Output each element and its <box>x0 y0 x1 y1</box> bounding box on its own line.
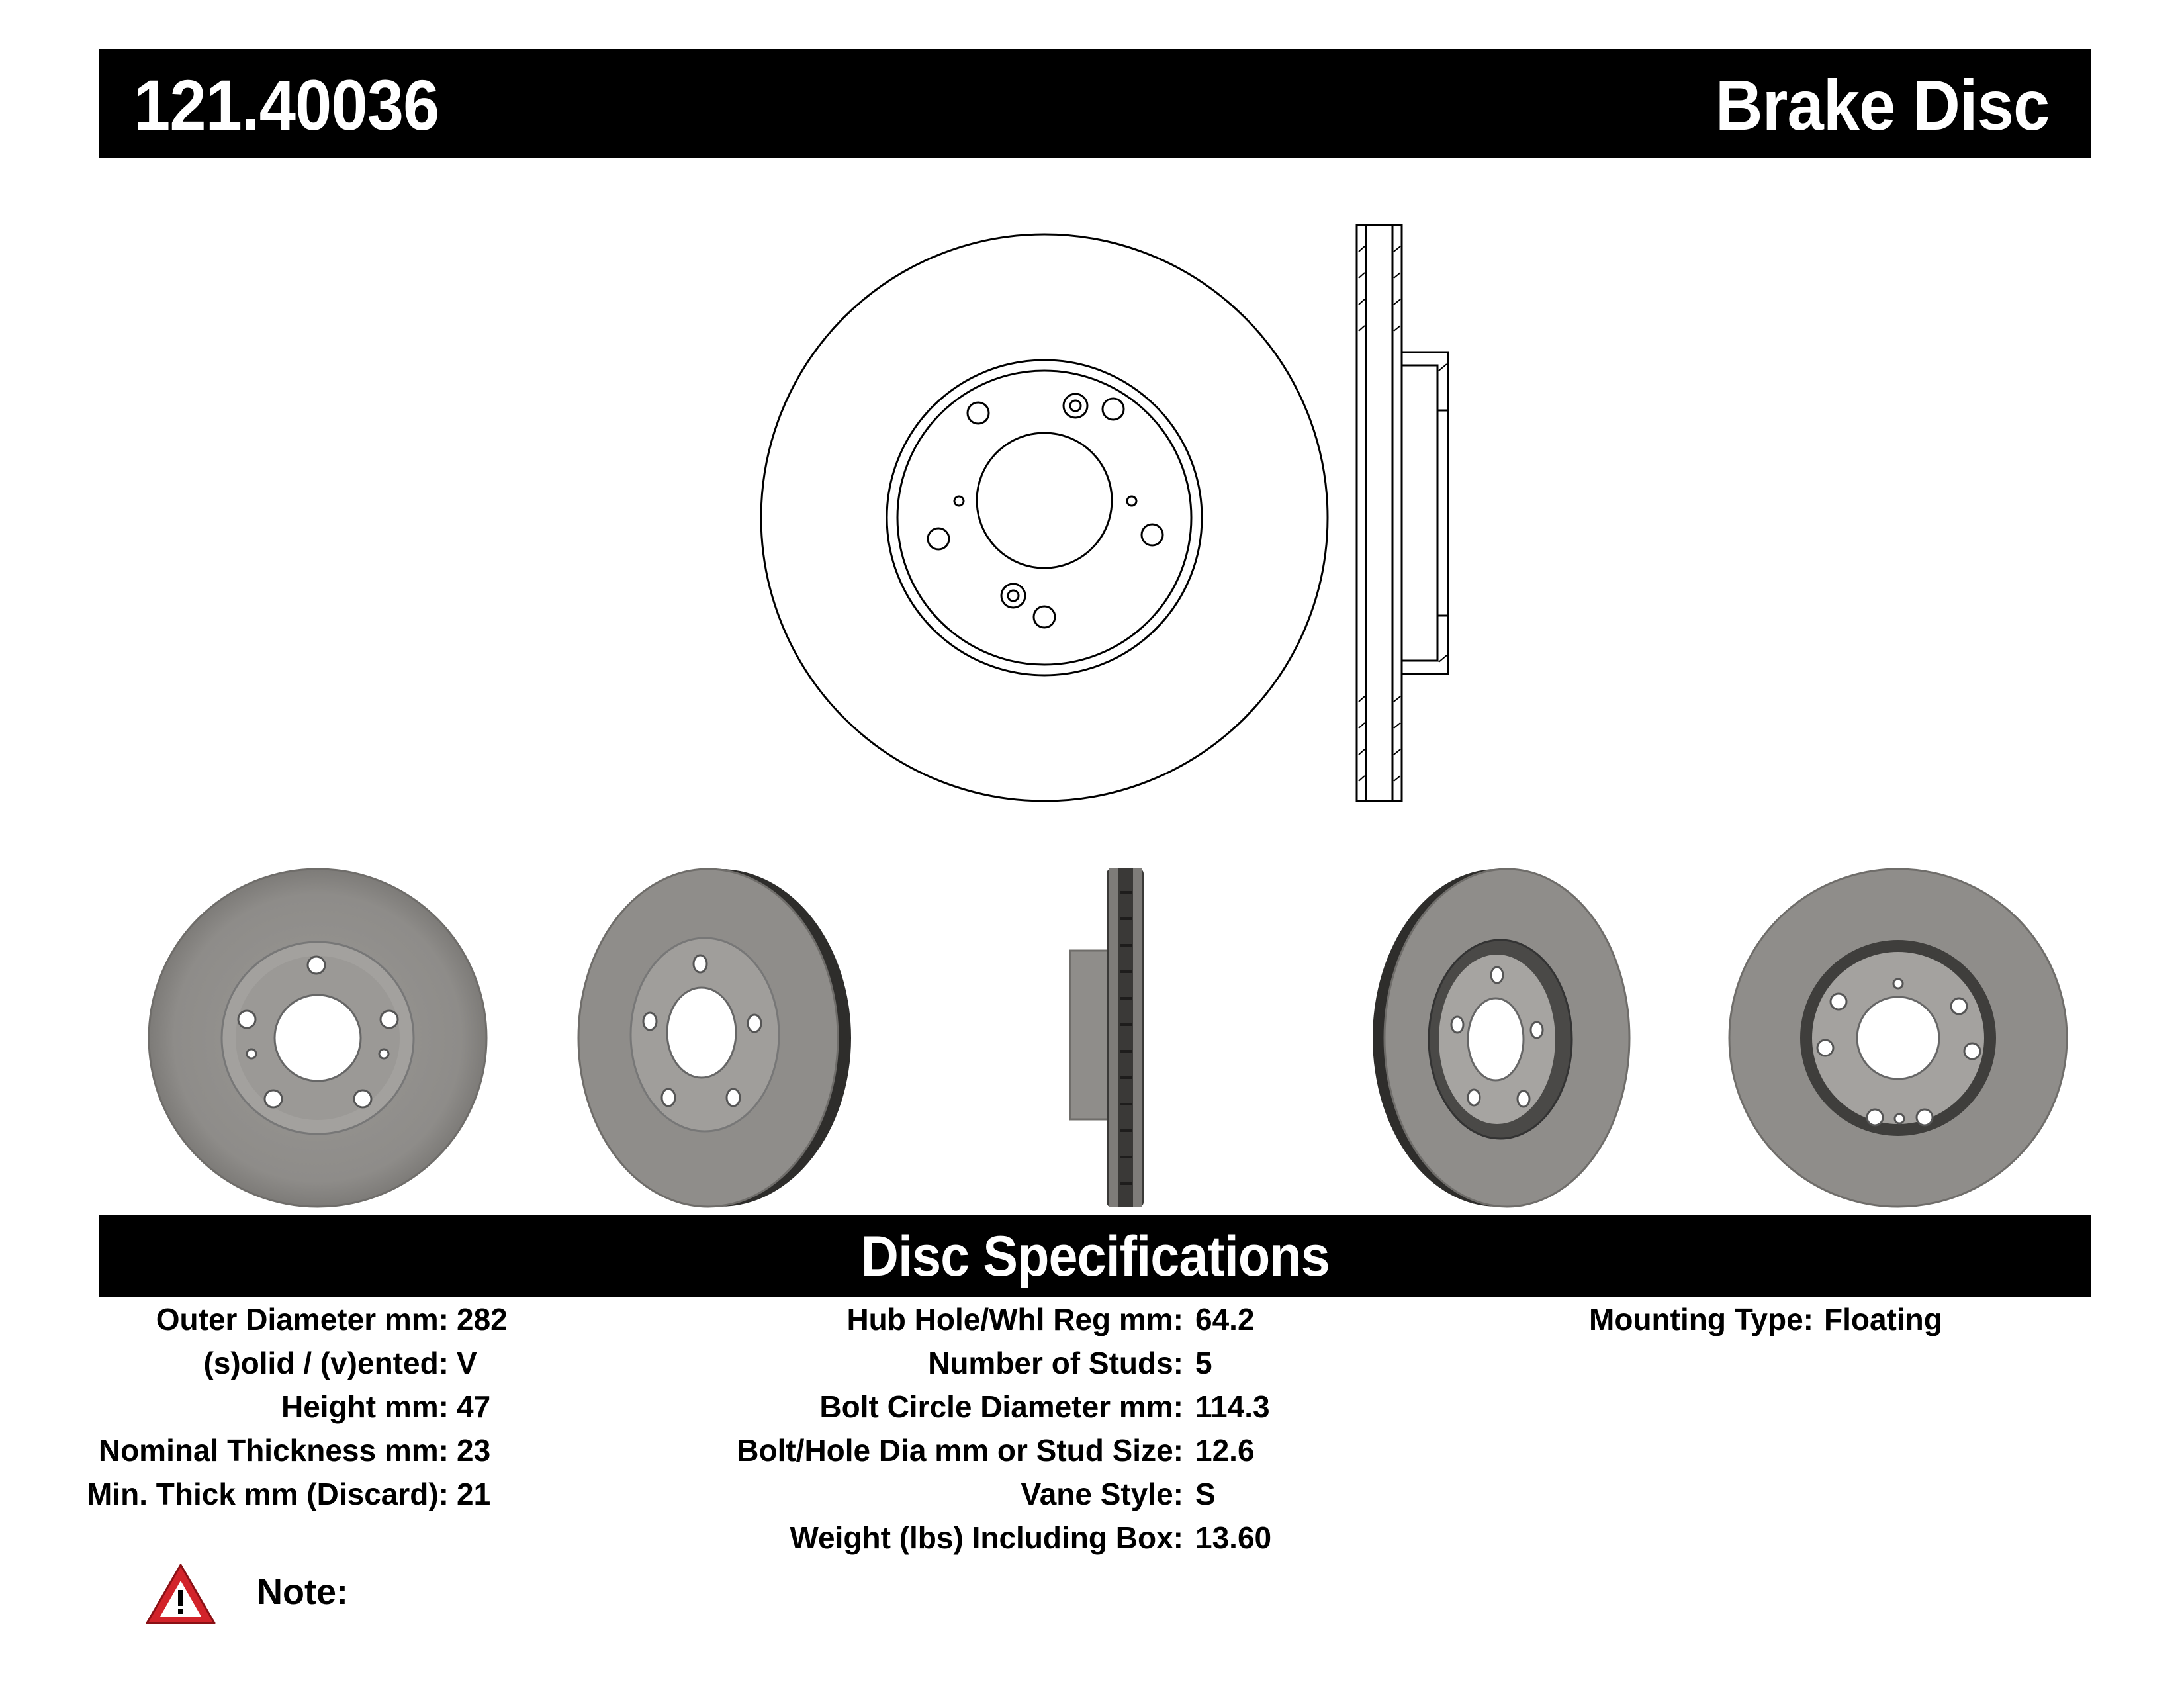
part-number: 121.40036 <box>134 65 439 145</box>
drawing-locator-hole <box>1069 399 1082 412</box>
spec-value: 64.2 <box>1195 1302 1255 1336</box>
spec-row: Hub Hole/Whl Reg mm: 64.2 <box>0 1301 1324 1345</box>
rotor-photo-front <box>148 868 488 1208</box>
spec-value: 23 <box>457 1433 491 1468</box>
spec-row: Min. Thick mm (Discard): 21 <box>0 1476 529 1520</box>
spec-row: Nominal Thickness mm: 23 <box>0 1432 529 1476</box>
spec-label: Mounting Type: <box>1589 1302 1813 1336</box>
spec-value: 13.60 <box>1195 1521 1272 1555</box>
drawing-locator-hole <box>1007 589 1020 602</box>
drawing-hat-inner <box>896 369 1193 666</box>
spec-row: Height mm: 47 <box>0 1389 529 1432</box>
note-label: Note: <box>257 1572 348 1612</box>
spec-row: Outer Diameter mm: 282 <box>0 1301 529 1345</box>
specs-bar: Disc Specifications <box>99 1215 2091 1297</box>
spec-row: Weight (lbs) Including Box: 13.60 <box>0 1520 1324 1564</box>
warning-triangle-icon <box>146 1564 216 1624</box>
rotor-photo-angled-back <box>1373 868 1631 1208</box>
drawing-center-bore <box>976 432 1113 569</box>
rotor-photo-angled-front <box>577 868 851 1208</box>
rotor-photo-back <box>1728 868 2068 1208</box>
spec-row: Vane Style: S <box>0 1476 1324 1520</box>
rotor-photo-side <box>1069 868 1144 1207</box>
spec-value: V <box>457 1346 477 1380</box>
drawing-outer-edge <box>760 233 1329 802</box>
spec-value: 282 <box>457 1302 508 1336</box>
spec-value: 12.6 <box>1195 1433 1255 1468</box>
drawing-stud-hole <box>1032 605 1056 629</box>
spec-label: Hub Hole/Whl Reg mm: <box>846 1302 1183 1336</box>
spec-label: Vane Style: <box>1021 1477 1183 1511</box>
spec-label: (s)olid / (v)ented: <box>203 1346 449 1380</box>
header-bar: 121.40036 Brake Disc <box>99 49 2091 158</box>
spec-label: Number of Studs: <box>928 1346 1183 1380</box>
specs-title: Disc Specifications <box>860 1225 1330 1288</box>
spec-value: 21 <box>457 1477 491 1511</box>
drawing-stud-hole <box>927 527 950 551</box>
drawing-screw-hole <box>953 495 965 507</box>
spec-label: Outer Diameter mm: <box>156 1302 449 1336</box>
drawing-stud-hole <box>966 401 990 425</box>
drawing-stud-hole <box>1140 523 1164 547</box>
drawing-cross-section <box>1355 224 1449 802</box>
spec-value: S <box>1195 1477 1216 1511</box>
spec-row: Number of Studs: 5 <box>0 1345 1324 1389</box>
spec-value: 47 <box>457 1389 491 1424</box>
spec-label: Min. Thick mm (Discard): <box>87 1477 449 1511</box>
spec-row: (s)olid / (v)ented: V <box>0 1345 529 1389</box>
drawing-locator-hole <box>1062 393 1089 419</box>
spec-label: Weight (lbs) Including Box: <box>790 1521 1183 1555</box>
technical-drawing <box>760 224 1449 802</box>
spec-value: 5 <box>1195 1346 1212 1380</box>
drawing-hat-edge <box>886 359 1203 677</box>
spec-row: Mounting Type: Floating <box>0 1301 1985 1345</box>
spec-value: 114.3 <box>1195 1389 1270 1424</box>
spec-label: Height mm: <box>281 1389 449 1424</box>
spec-value: Floating <box>1824 1302 1942 1336</box>
spec-row: Bolt Circle Diameter mm: 114.3 <box>0 1389 1324 1432</box>
spec-label: Bolt/Hole Dia mm or Stud Size: <box>737 1433 1183 1468</box>
spec-label: Bolt Circle Diameter mm: <box>819 1389 1183 1424</box>
spec-row: Bolt/Hole Dia mm or Stud Size: 12.6 <box>0 1432 1324 1476</box>
spec-label: Nominal Thickness mm: <box>98 1433 449 1468</box>
drawing-locator-hole <box>1000 583 1026 609</box>
drawing-screw-hole <box>1126 495 1138 507</box>
product-title: Brake Disc <box>1715 65 2050 145</box>
drawing-stud-hole <box>1101 397 1125 421</box>
